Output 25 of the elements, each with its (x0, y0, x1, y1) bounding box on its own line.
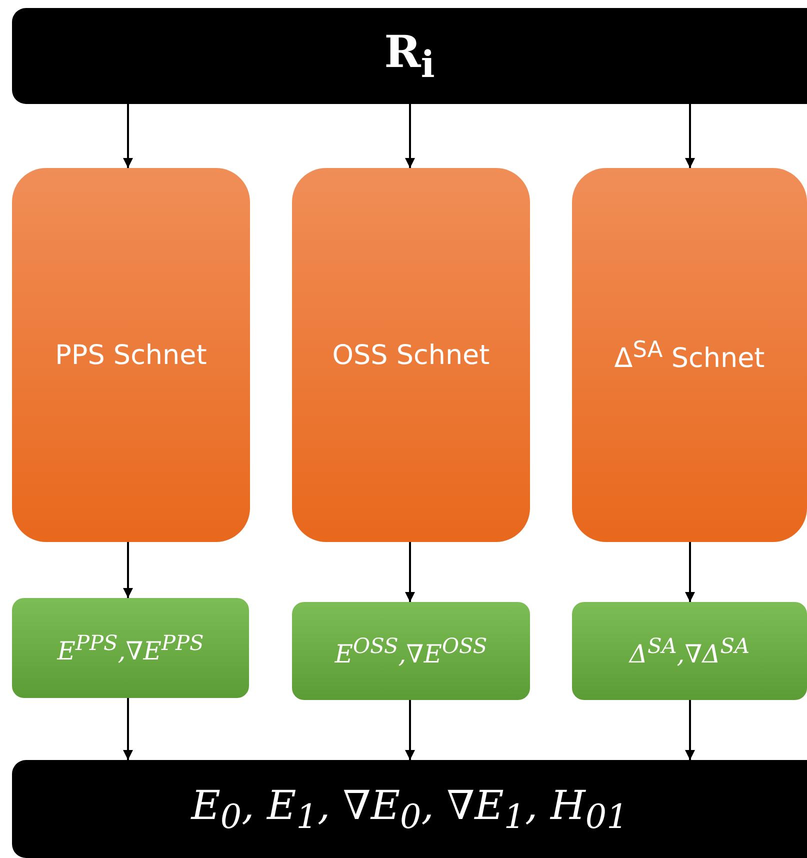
arrow (685, 104, 695, 168)
node-label: E$_{0}$, E$_{1}$, ∇E$_{0}$, ∇E$_{1}$, H$_{01}$ (191, 782, 628, 836)
network-box (12, 168, 250, 542)
arrow (685, 542, 695, 602)
output-bar (12, 760, 807, 858)
node-label: R$_{i}$ (384, 26, 435, 86)
node-label: OSS Schnet (332, 340, 490, 370)
output-box (12, 598, 249, 698)
node-label: E$^{PPS}$,∇E$^{PPS}$ (57, 630, 204, 666)
arrow (123, 542, 133, 598)
arrow (405, 104, 415, 168)
arrow (405, 700, 415, 760)
node-label: Δ$^{SA}$ Schnet (614, 336, 765, 374)
node-label: E$^{OSS}$,∇E$^{OSS}$ (334, 634, 488, 668)
node-label: Δ$^{SA}$,∇Δ$^{SA}$ (629, 634, 750, 668)
node-label: PPS Schnet (55, 340, 207, 370)
output-box (572, 602, 807, 700)
arrow (405, 542, 415, 602)
arrow (685, 700, 695, 760)
arrow (123, 698, 133, 760)
network-box (572, 168, 807, 542)
output-box (292, 602, 530, 700)
input-bar (12, 8, 807, 104)
network-box (292, 168, 530, 542)
arrow (123, 104, 133, 168)
